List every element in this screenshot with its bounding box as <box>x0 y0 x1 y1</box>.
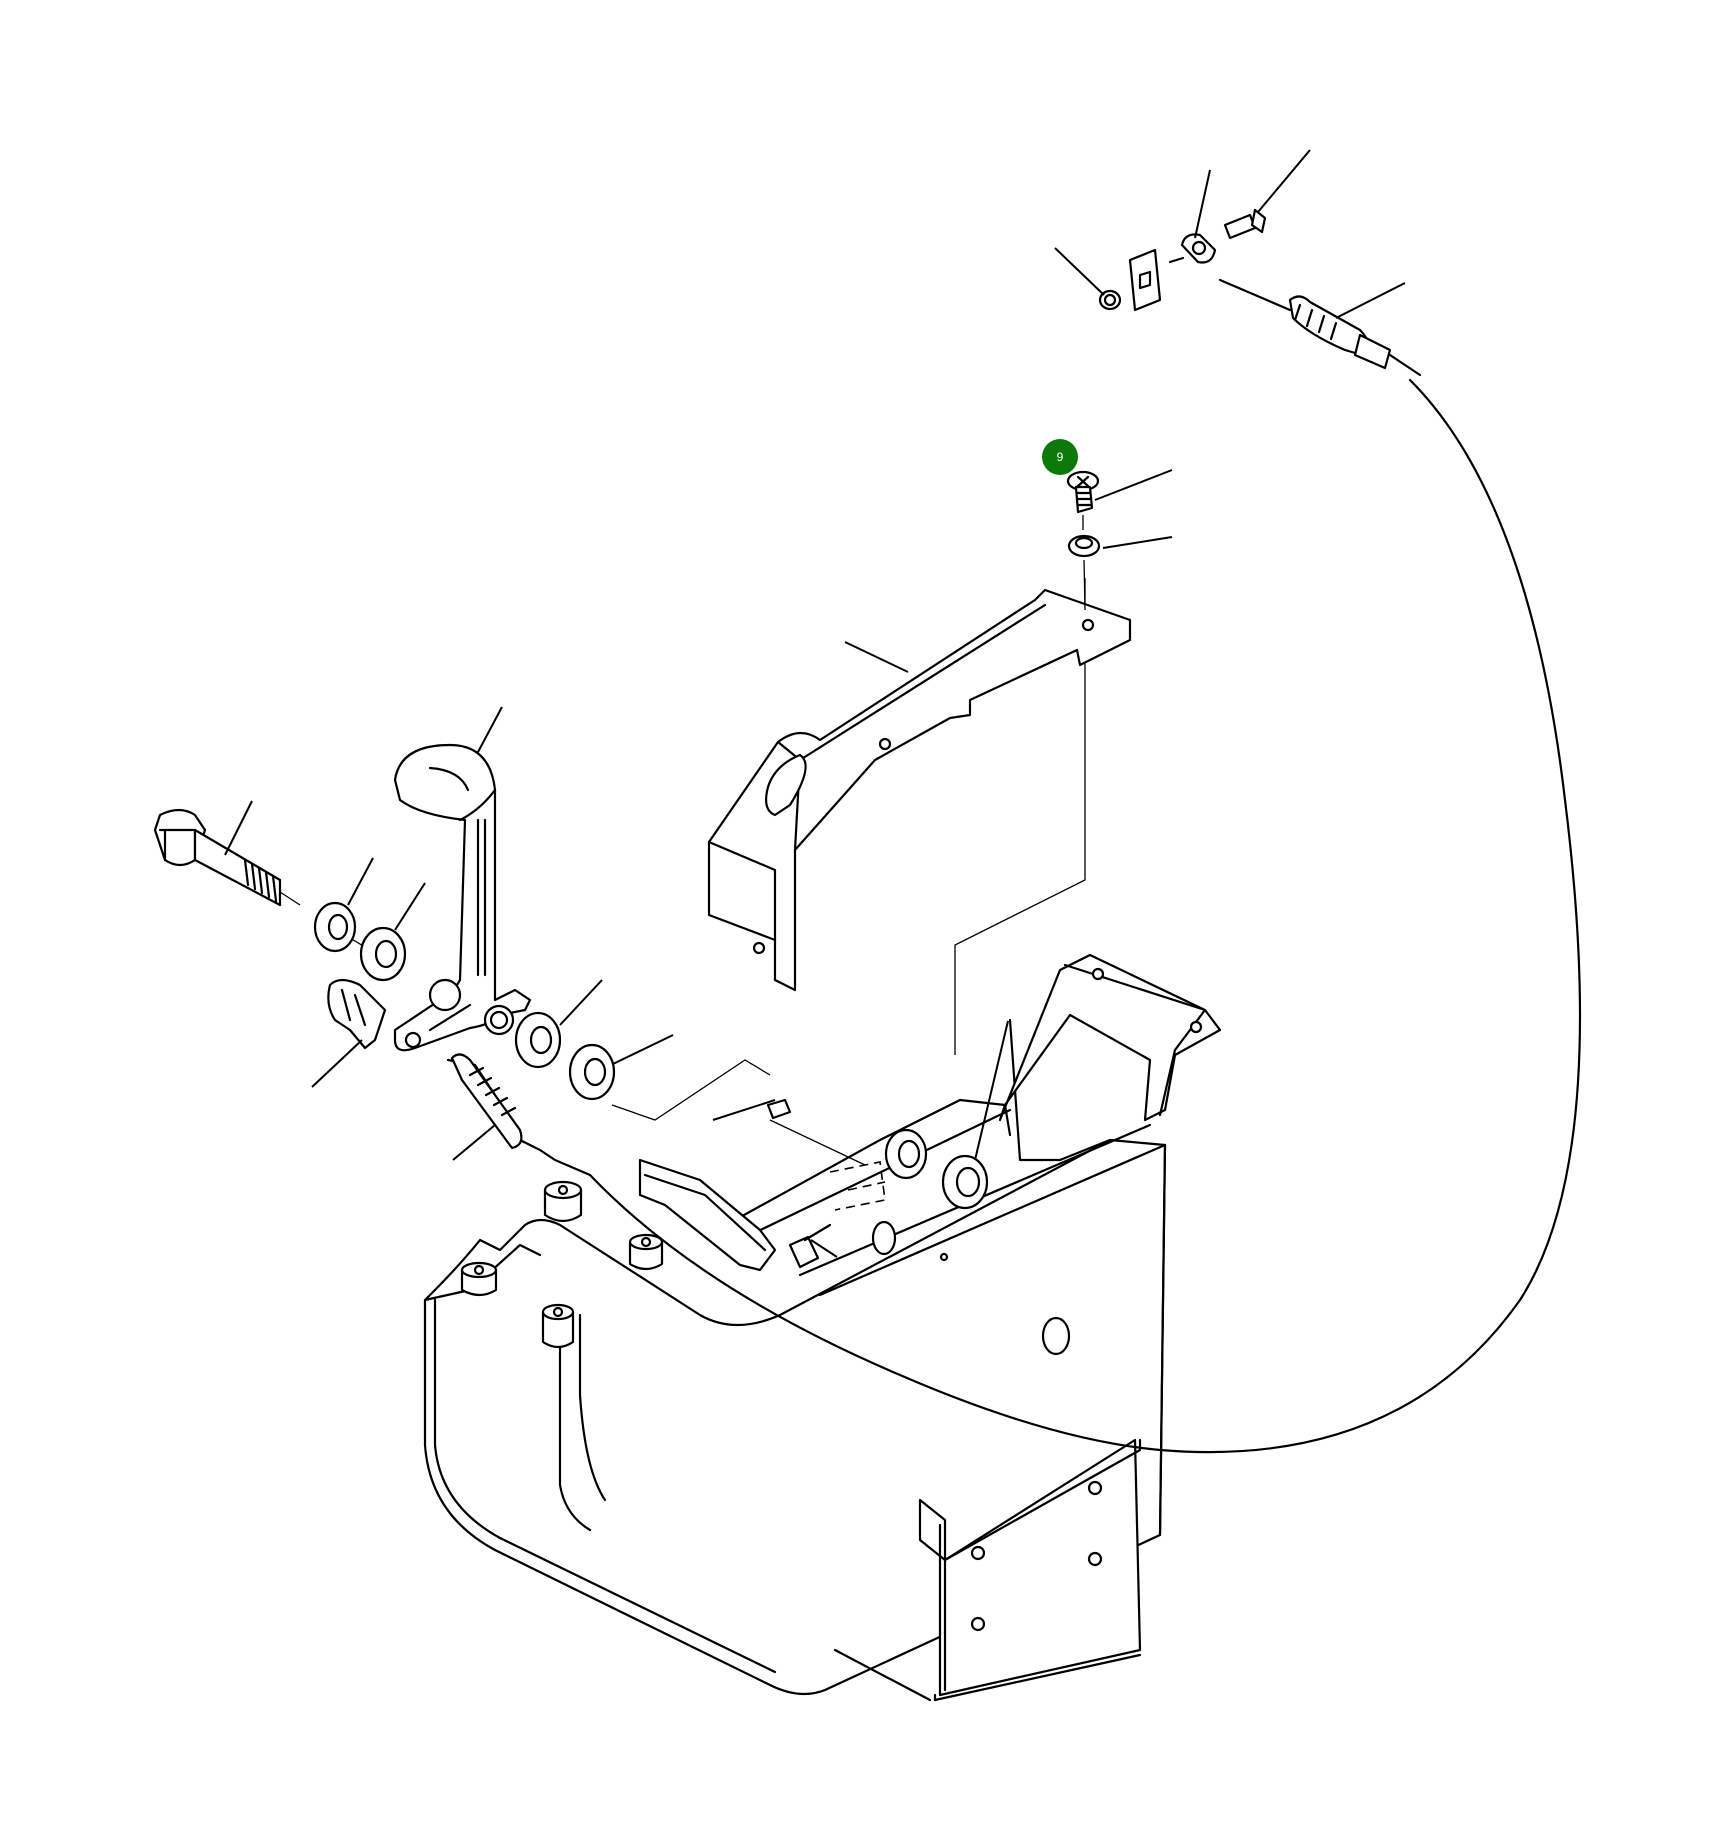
screw <box>1066 470 1100 514</box>
clevis-clip <box>327 978 387 1050</box>
washers-left <box>313 901 616 1101</box>
studs <box>460 1180 664 1349</box>
callout-9[interactable]: 9 <box>1042 439 1078 475</box>
cable-end-hardware <box>1098 208 1267 312</box>
alignment-lines <box>611 578 1086 1211</box>
frame-body <box>423 953 1222 1702</box>
control-cable <box>446 278 1582 1454</box>
mounting-bracket <box>707 588 1132 992</box>
pivot-bolt <box>153 808 396 966</box>
leader-lines <box>224 149 1406 1258</box>
callout-label: 9 <box>1057 450 1064 464</box>
callout-badge[interactable] <box>1042 439 1078 475</box>
nuts-right <box>766 1098 989 1269</box>
pedal-lever <box>393 743 532 1052</box>
washer <box>1067 534 1101 558</box>
